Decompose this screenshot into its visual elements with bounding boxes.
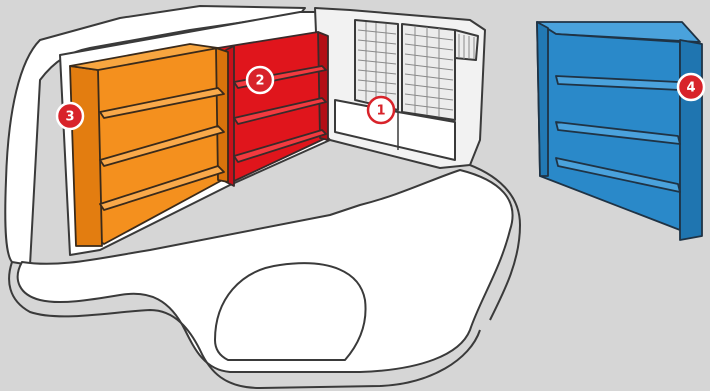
callout-4: 4 [676,72,706,102]
partition-mesh-right [401,23,456,121]
callout-2: 2 [245,65,275,95]
callout-3-label: 3 [65,110,74,125]
blue-unit-shelves [555,75,681,193]
callout-3: 3 [55,101,85,131]
wheel-well [214,262,367,361]
orange-shelf-top [99,87,225,119]
blue-shelving-unit [536,21,703,241]
red-shelf-bottom [233,129,327,163]
orange-shelving-unit [69,43,229,247]
callout-2-badge [245,65,275,95]
van-side-wall [4,5,306,266]
callout-1-badge [366,95,396,125]
callout-2-label: 2 [255,74,264,89]
red-unit-right-panel [317,31,329,141]
callout-4-label: 4 [686,81,695,96]
callout-1: 1 [366,95,396,125]
orange-unit-shelves [99,87,225,211]
callout-4-badge [676,72,706,102]
callout-1-label: 1 [376,104,385,119]
bulkhead-partition [314,7,486,169]
orange-shelf-middle [99,125,225,167]
red-shelving-unit [217,31,329,187]
blue-unit-side-left [536,21,549,177]
partition-mesh-pattern [357,22,454,117]
red-shelf-middle [233,97,327,125]
van-floor-rim-right [454,159,521,321]
orange-unit-right-panel [215,47,229,183]
blue-unit-end-panel [679,39,703,241]
orange-unit-front-panel [69,65,103,247]
blue-shelf-bottom [555,157,681,193]
orange-shelf-bottom [99,165,225,211]
van-floor-edge [8,261,481,389]
blue-shelf-middle [555,121,681,145]
callout-3-badge [55,101,85,131]
partition-side-grille [454,29,479,61]
